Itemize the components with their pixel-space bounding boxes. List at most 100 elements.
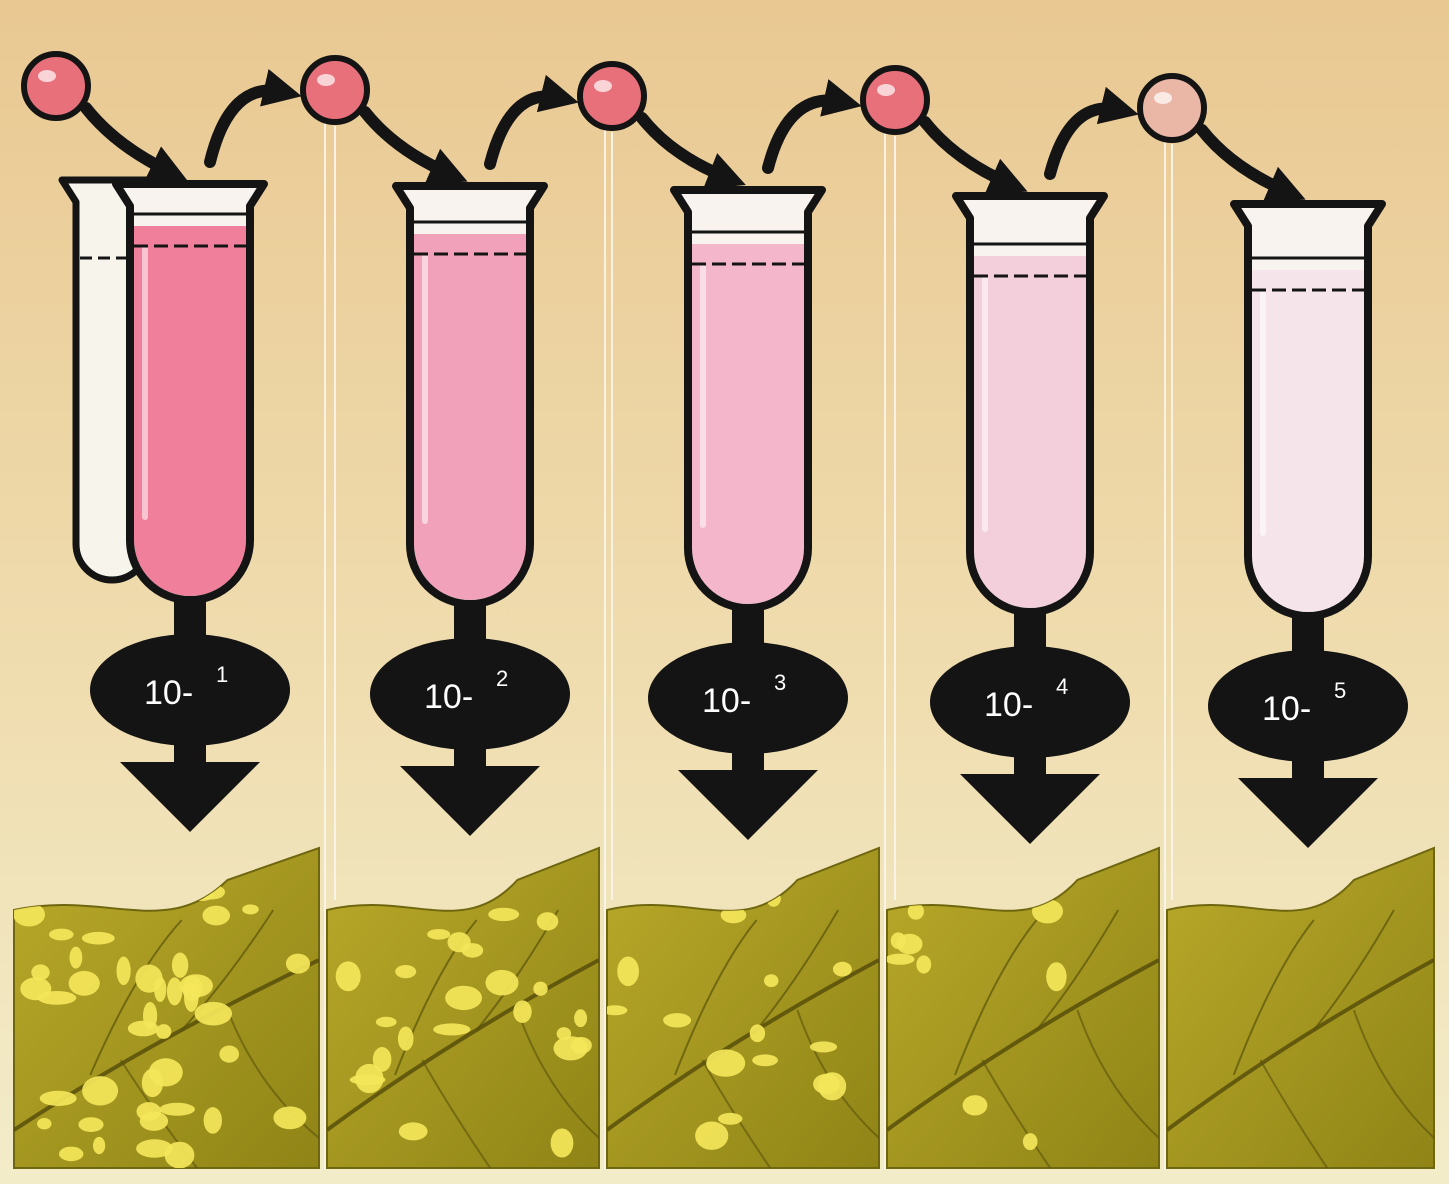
lesion (571, 1037, 592, 1054)
tube-highlight (422, 254, 428, 524)
lesion (78, 1117, 103, 1132)
lesion (59, 1147, 83, 1162)
lesion (195, 1002, 232, 1026)
test-tube-1 (116, 184, 264, 600)
lesion (445, 986, 482, 1010)
lesion (69, 971, 100, 996)
lesion (128, 1021, 159, 1037)
lesion (486, 970, 519, 996)
lesion (159, 1103, 195, 1116)
droplet (1140, 76, 1204, 140)
lesion (202, 906, 230, 926)
tube-highlight (1260, 290, 1266, 536)
dilution-label: 10- (984, 686, 1033, 724)
lesion (752, 1054, 778, 1066)
lesion (433, 1023, 470, 1035)
test-tube-5 (1234, 204, 1382, 616)
lesion (537, 912, 559, 930)
dilution-exponent: 1 (216, 662, 228, 687)
lesion (462, 943, 484, 958)
lesion (70, 947, 83, 969)
dilution-label: 10- (702, 682, 751, 720)
lesion (135, 965, 162, 993)
lesion (172, 953, 188, 978)
lesion (204, 1107, 222, 1134)
lesion (427, 929, 450, 940)
droplet-shine (594, 80, 612, 92)
test-tube-3 (674, 190, 822, 608)
tube-highlight (982, 276, 988, 532)
droplet-shine (317, 74, 335, 86)
tube-liquid (134, 226, 246, 596)
droplet (24, 54, 88, 118)
test-tube-4 (956, 196, 1104, 612)
lesion (551, 1129, 574, 1158)
lesion (706, 1049, 745, 1076)
droplet-shine (1154, 92, 1172, 104)
lesion (40, 1091, 77, 1106)
lesion (165, 1142, 195, 1169)
lesion (82, 932, 115, 945)
lesion (219, 1046, 239, 1063)
lesion (156, 1024, 171, 1039)
droplet (580, 64, 644, 128)
lesion (149, 1058, 183, 1086)
dilution-exponent: 3 (774, 670, 786, 695)
dilution-exponent: 2 (496, 666, 508, 691)
droplet (303, 58, 367, 122)
lesion (885, 954, 914, 965)
lesion (31, 964, 49, 980)
dilution-label: 10- (424, 678, 473, 716)
test-tube-2 (396, 186, 544, 604)
lesion (184, 982, 199, 1012)
lesion (286, 954, 310, 974)
lesion (488, 908, 519, 921)
lesion (395, 965, 416, 978)
lesion (167, 977, 182, 1005)
tube-liquid (1252, 270, 1364, 612)
lesion (82, 1076, 118, 1105)
dilution-exponent: 4 (1056, 674, 1068, 699)
lesion (810, 1041, 837, 1052)
lesion (1023, 1133, 1038, 1150)
lesion (533, 982, 547, 996)
lesion (764, 974, 778, 987)
lesion (20, 977, 51, 1000)
lesion (273, 1106, 306, 1129)
lesion (750, 1024, 765, 1042)
lesion (117, 957, 131, 986)
tube-liquid (692, 244, 804, 604)
droplet (863, 68, 927, 132)
lesion (242, 904, 259, 914)
lesion (718, 1113, 742, 1125)
lesion (617, 957, 639, 987)
lesion (336, 961, 361, 991)
lesion (37, 1118, 51, 1129)
transfer-droplet-1 (24, 54, 88, 118)
lesion (140, 1112, 168, 1131)
lesion (963, 1095, 988, 1115)
lesion (1046, 962, 1066, 991)
lesion (399, 1122, 428, 1140)
lesion (916, 955, 931, 973)
droplet-shine (38, 70, 56, 82)
dilution-label: 10- (144, 674, 193, 712)
lesion (93, 1137, 105, 1154)
lesion (49, 929, 74, 941)
lesion (897, 934, 923, 955)
dilution-label: 10- (1262, 690, 1311, 728)
lesion (574, 1009, 587, 1027)
tube-liquid (414, 234, 526, 600)
tube-liquid (974, 256, 1086, 608)
lesion (376, 1017, 397, 1027)
lesion (398, 1027, 414, 1051)
droplet-shine (877, 84, 895, 96)
lesion (818, 1072, 846, 1100)
lesion (355, 1064, 383, 1093)
lesion (513, 1000, 531, 1023)
tube-highlight (700, 264, 706, 528)
dilution-exponent: 5 (1334, 678, 1346, 703)
lesion (833, 962, 852, 977)
